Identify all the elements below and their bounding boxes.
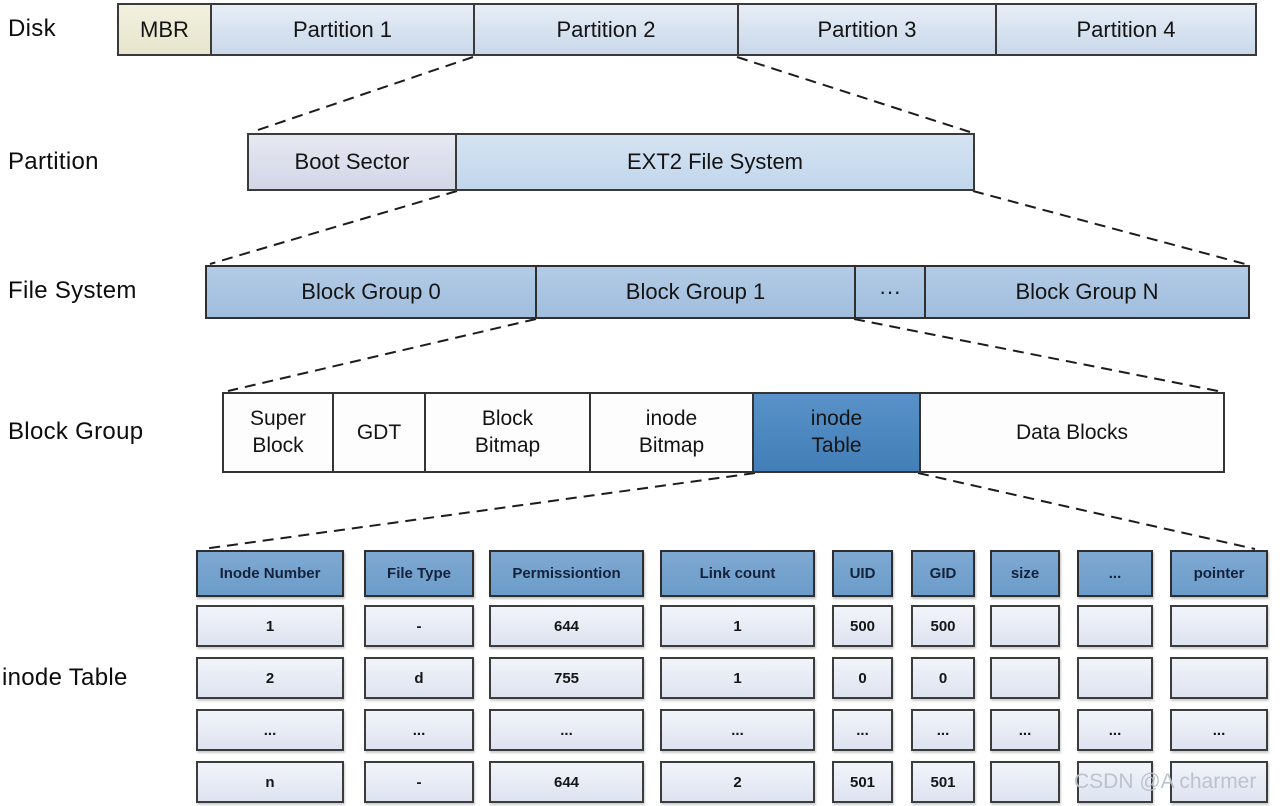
inode-cell: n	[196, 761, 344, 803]
inode-cell: 644	[489, 761, 644, 803]
label-file-system: File System	[8, 277, 137, 304]
inode-header-file-type: File Type	[364, 550, 474, 597]
bg-box-inode-table-highlighted: inode Table	[752, 392, 921, 473]
inode-header-link-count: Link count	[660, 550, 815, 597]
disk-box-mbr: MBR	[117, 3, 212, 56]
inode-cell: 1	[660, 657, 815, 699]
partition-box-ext2: EXT2 File System	[455, 133, 975, 191]
label-disk: Disk	[8, 15, 56, 42]
inode-cell: 0	[911, 657, 975, 699]
inode-cell: 501	[832, 761, 893, 803]
inode-cell: 2	[196, 657, 344, 699]
inode-cell: ...	[196, 709, 344, 751]
fs-box-block-group-0: Block Group 0	[205, 265, 537, 319]
inode-header-permission: Permissiontion	[489, 550, 644, 597]
fs-box-ellipsis: ···	[854, 265, 926, 319]
disk-box-partition-1: Partition 1	[210, 3, 475, 56]
inode-cell	[990, 761, 1060, 803]
inode-header-ellipsis: ...	[1077, 550, 1153, 597]
inode-cell: ...	[990, 709, 1060, 751]
bg-box-inode-bitmap: inode Bitmap	[589, 392, 754, 473]
partition-box-boot-sector: Boot Sector	[247, 133, 457, 191]
bg-box-super-block: Super Block	[222, 392, 334, 473]
bg-box-gdt: GDT	[332, 392, 426, 473]
inode-cell: 755	[489, 657, 644, 699]
bg-box-data-blocks: Data Blocks	[919, 392, 1225, 473]
inode-header-gid: GID	[911, 550, 975, 597]
inode-cell: -	[364, 605, 474, 647]
inode-cell: 1	[196, 605, 344, 647]
inode-cell: d	[364, 657, 474, 699]
inode-cell	[990, 657, 1060, 699]
inode-header-uid: UID	[832, 550, 893, 597]
bg-box-inode-table-label: inode Table	[810, 407, 863, 457]
disk-box-partition-3: Partition 3	[737, 3, 997, 56]
inode-cell: ...	[489, 709, 644, 751]
inode-cell	[1170, 761, 1268, 803]
inode-cell: 644	[489, 605, 644, 647]
inode-cell	[1077, 605, 1153, 647]
inode-header-inode-number: Inode Number	[196, 550, 344, 597]
label-partition: Partition	[8, 148, 99, 175]
inode-cell: ...	[911, 709, 975, 751]
fs-box-block-group-1: Block Group 1	[535, 265, 856, 319]
inode-cell	[1077, 761, 1153, 803]
inode-cell: ...	[1077, 709, 1153, 751]
inode-cell: 0	[832, 657, 893, 699]
inode-cell	[1077, 657, 1153, 699]
inode-cell: -	[364, 761, 474, 803]
disk-box-partition-2: Partition 2	[473, 3, 739, 56]
inode-cell: 1	[660, 605, 815, 647]
inode-cell: ...	[832, 709, 893, 751]
label-inode-table: inode Table	[2, 664, 128, 691]
bg-box-block-bitmap-label: Block Bitmap	[474, 407, 541, 457]
inode-header-pointer: pointer	[1170, 550, 1268, 597]
inode-cell: 500	[911, 605, 975, 647]
inode-cell: ...	[660, 709, 815, 751]
bg-box-block-bitmap: Block Bitmap	[424, 392, 591, 473]
inode-cell: 501	[911, 761, 975, 803]
inode-cell	[1170, 657, 1268, 699]
label-block-group: Block Group	[8, 418, 144, 445]
inode-cell	[990, 605, 1060, 647]
fs-box-block-group-n: Block Group N	[924, 265, 1250, 319]
bg-box-inode-bitmap-label: inode Bitmap	[638, 407, 705, 457]
inode-cell: 500	[832, 605, 893, 647]
inode-cell: 2	[660, 761, 815, 803]
inode-header-size: size	[990, 550, 1060, 597]
inode-cell	[1170, 605, 1268, 647]
disk-box-partition-4: Partition 4	[995, 3, 1257, 56]
bg-box-super-block-label: Super Block	[249, 407, 307, 457]
csdn-watermark: CSDN @A charmer	[1074, 770, 1257, 793]
inode-cell: ...	[364, 709, 474, 751]
inode-cell: ...	[1170, 709, 1268, 751]
